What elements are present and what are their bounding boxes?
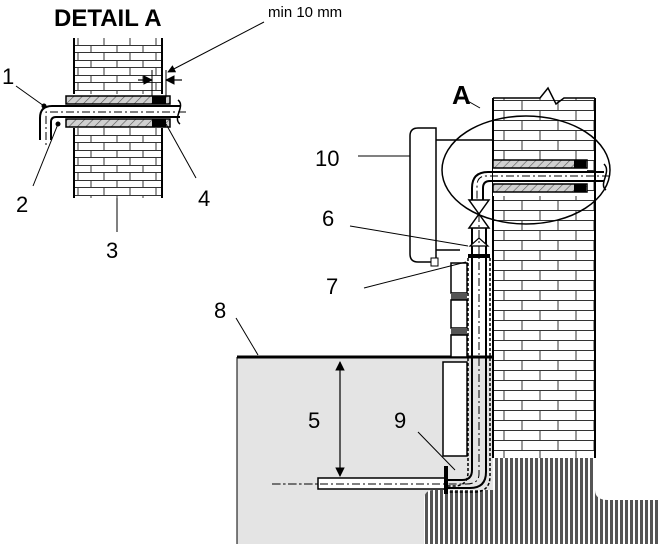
boiler-body (409, 127, 437, 263)
unit-block-4 (442, 361, 468, 457)
callout-4: 4 (198, 186, 210, 211)
callout-8: 8 (214, 298, 226, 323)
unit-block-1 (450, 262, 468, 294)
main-section-view: A 10 6 7 8 5 9 (214, 80, 659, 544)
detail-a-view: DETAIL A min 10 mm 1 2 3 4 (2, 4, 342, 263)
detail-pipe-outer (39, 105, 180, 140)
detail-pipe-inner (50, 116, 180, 140)
callout-7: 7 (326, 274, 338, 299)
dimension-note: min 10 mm (268, 4, 342, 21)
callout-2: 2 (16, 192, 28, 217)
detail-sleeve-bottom (65, 118, 171, 128)
callout-10: 10 (315, 146, 339, 171)
gas-pipe (272, 163, 610, 494)
unit-block-2 (450, 299, 468, 329)
callout-6: 6 (322, 206, 334, 231)
main-wall (493, 98, 595, 458)
detail-seal-top (152, 96, 166, 104)
detail-title: DETAIL A (54, 5, 162, 32)
wall-sleeve-top (492, 159, 588, 169)
detail-seal-bottom (152, 119, 166, 127)
detail-marker: A (452, 80, 471, 110)
callout-9: 9 (394, 408, 406, 433)
callout-1: 1 (2, 64, 14, 89)
unit-block-3 (450, 334, 468, 358)
valve-top (467, 199, 491, 216)
wall-sleeve-bottom (492, 183, 588, 193)
callout-3: 3 (106, 238, 118, 263)
detail-a-circle (441, 115, 611, 225)
detail-sleeve-top (65, 95, 171, 105)
callout-5: 5 (308, 408, 320, 433)
detail-pipe-axis (45, 111, 186, 146)
